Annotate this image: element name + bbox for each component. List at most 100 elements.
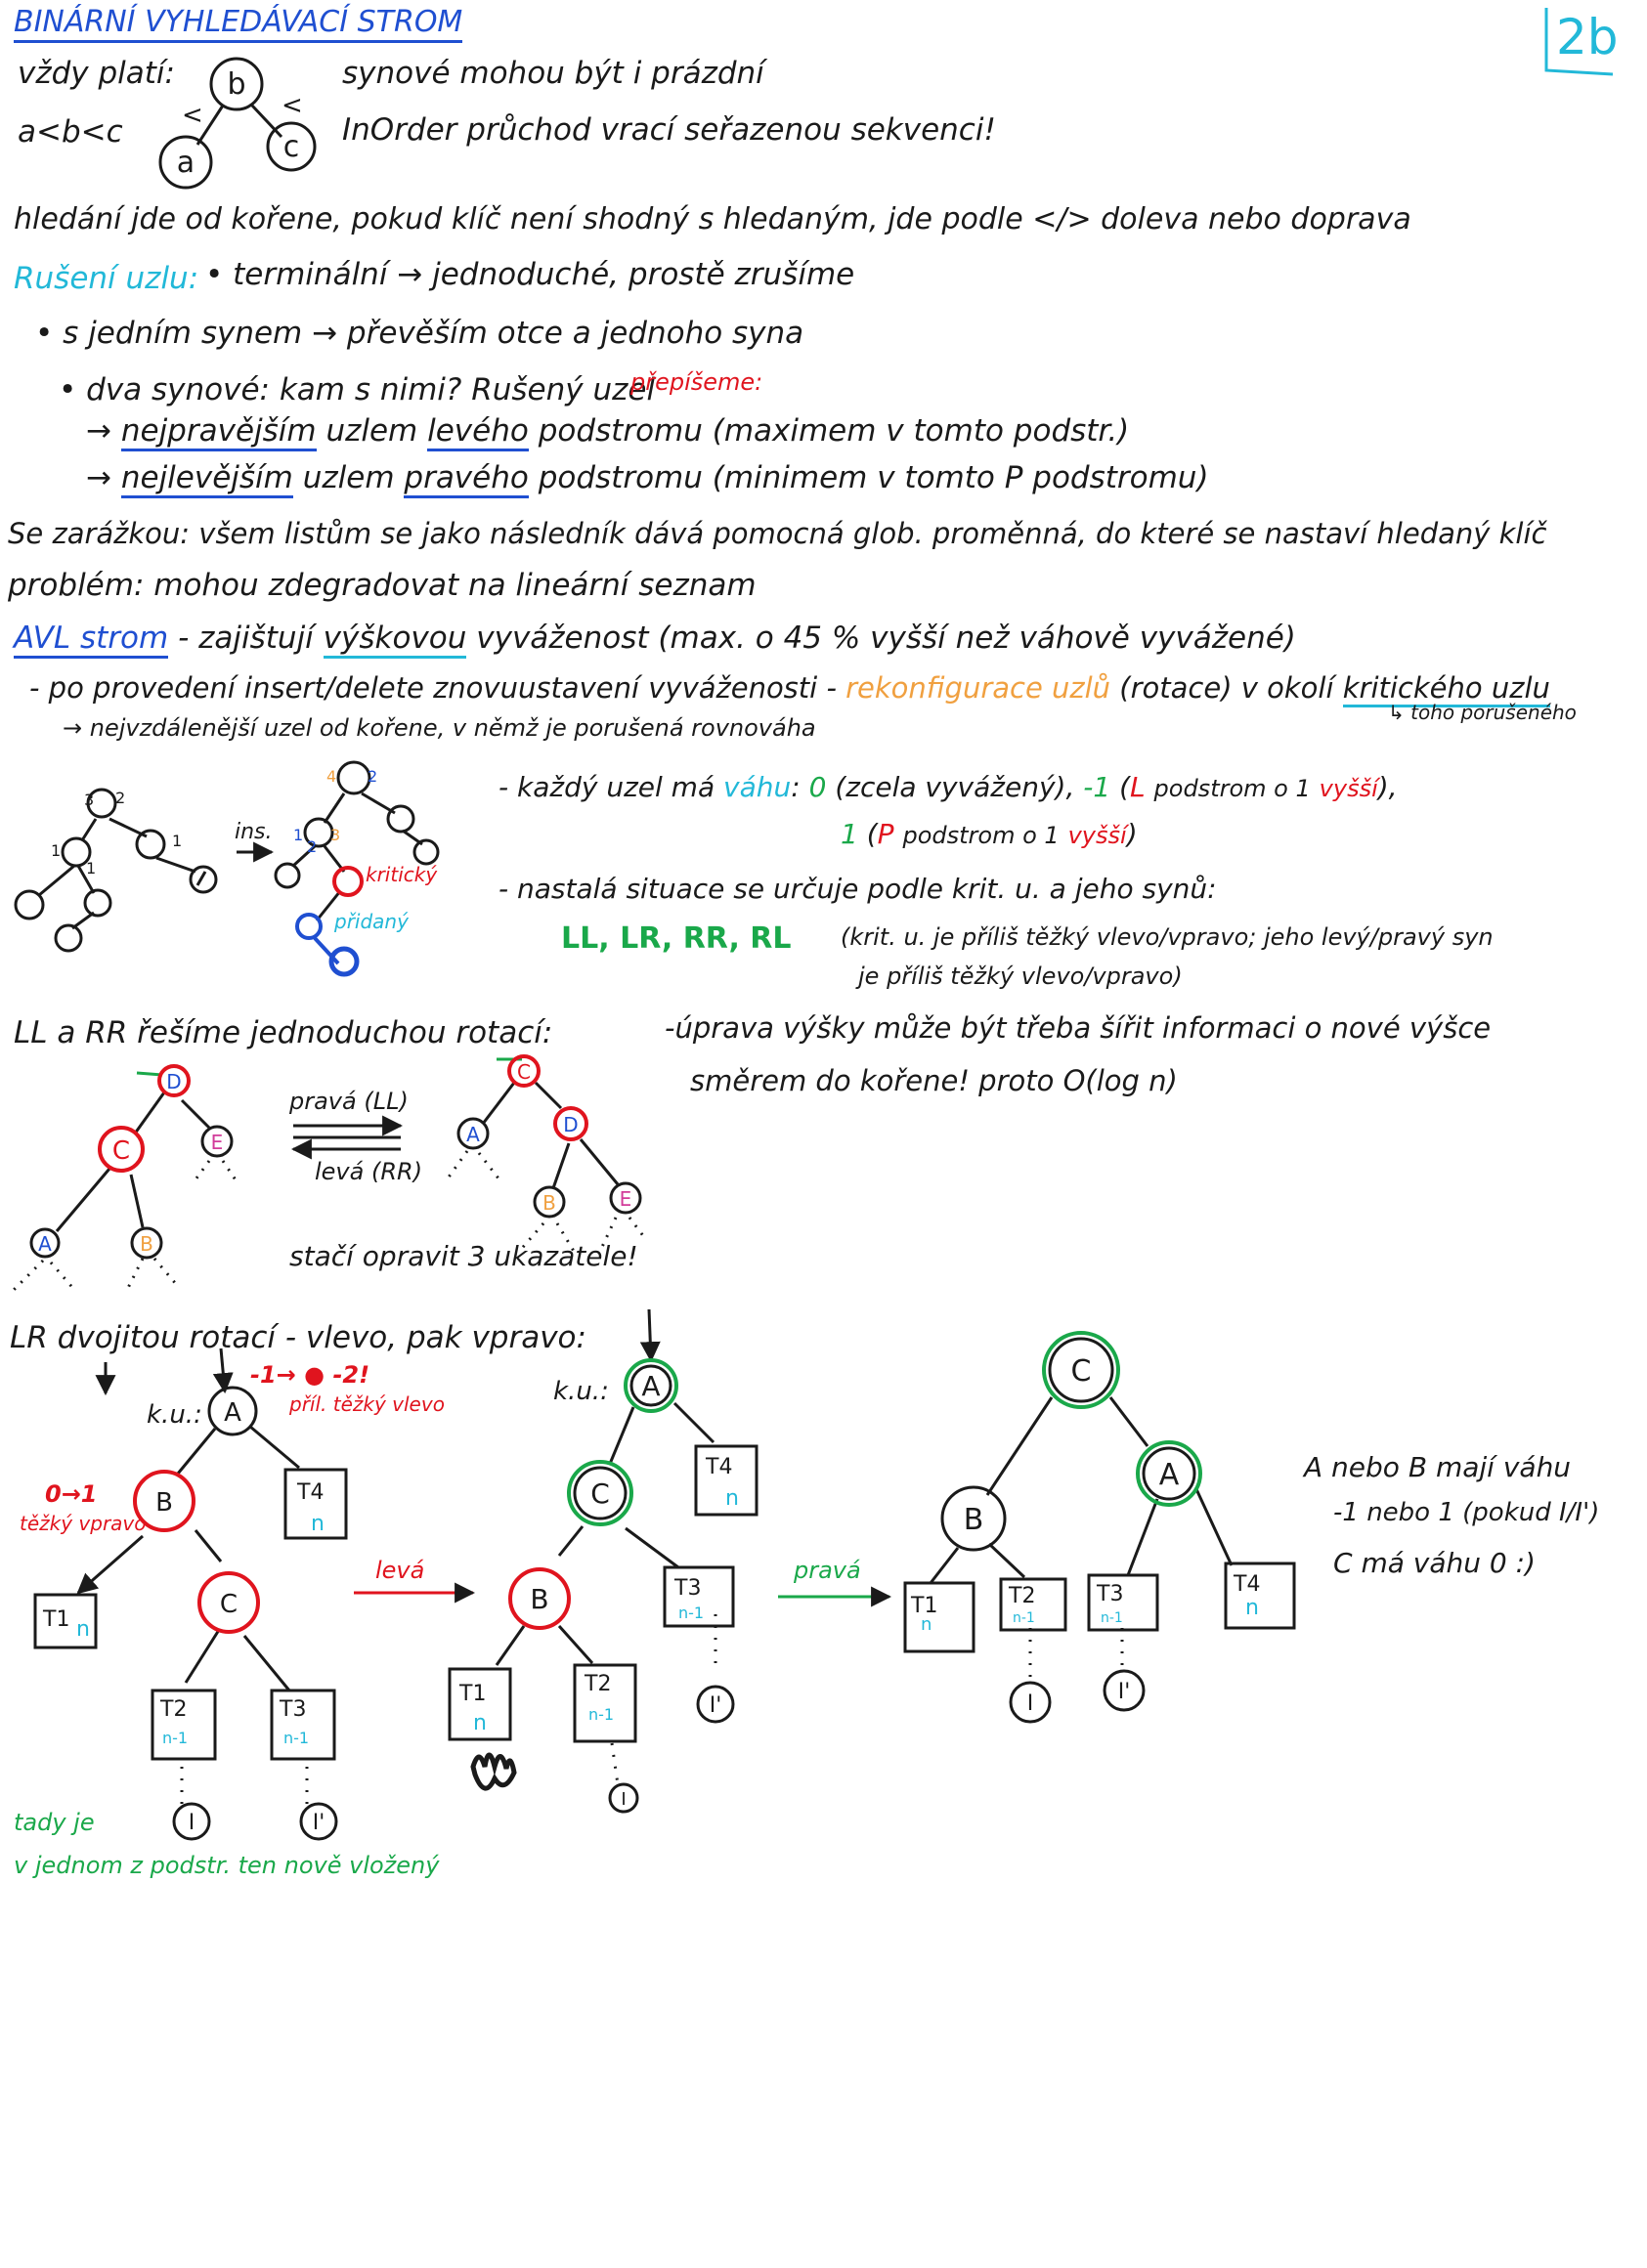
- lr2-T4: T4: [705, 1455, 732, 1479]
- rr-right-label-B: B: [542, 1191, 556, 1215]
- lr3-T2: T2: [1008, 1584, 1035, 1608]
- lr-summary-3: C má váhu 0 :): [1333, 1547, 1536, 1579]
- avl-ins-w2: 2: [368, 767, 377, 786]
- lr3-node-A: [1136, 1440, 1202, 1507]
- lr2-box-T2: [573, 1663, 637, 1743]
- avl-ex-lr: [83, 888, 112, 918]
- lr3-T3-n: n-1: [1101, 1610, 1123, 1626]
- rr-right-node-D: [553, 1106, 588, 1141]
- lr3-node-C-inner: [1048, 1337, 1114, 1403]
- option-1-arrow: →: [86, 413, 111, 449]
- weight-plus-close: ): [1126, 818, 1138, 850]
- lr2-box-T3: [663, 1565, 735, 1628]
- weight-zero: 0: [808, 771, 827, 803]
- avl-heading: AVL strom: [14, 620, 169, 659]
- height-update-2: směrem do kořene! proto O(log n): [690, 1064, 1178, 1097]
- weight-zero-note: (zcela vyvážený),: [835, 771, 1075, 803]
- lr2-label-A: A: [641, 1370, 660, 1402]
- avl-desc-a: - zajištují: [178, 620, 314, 656]
- avl-ex-w3: 1: [51, 841, 61, 860]
- ll-left-node-D: [157, 1064, 191, 1097]
- avl-ins-w5: 3: [330, 826, 340, 844]
- avl-ex-w2: 2: [115, 789, 125, 807]
- lr-right-arrow-label: pravá: [794, 1557, 861, 1584]
- weights-a: - každý uzel má: [498, 771, 715, 803]
- lr3-box-T1: [903, 1581, 975, 1653]
- lr-tree-2: [448, 1308, 758, 1814]
- avl-ins-left: [303, 817, 334, 848]
- intro-node-a: [158, 135, 213, 190]
- lr-change-b: 0→1: [45, 1480, 98, 1508]
- avl-ins-right: [386, 804, 415, 834]
- lr-left-arrow-label: levá: [375, 1557, 425, 1584]
- intro-node-c: [266, 121, 317, 172]
- deletion-two-sons: • dva synové: kam s nimi? Rušený uzel: [59, 372, 656, 407]
- situation-line-3: je příliš těžký vlevo/vpravo): [858, 963, 1183, 990]
- avl-ex-w5: 1: [172, 832, 182, 850]
- avl-ins-critical-node: [332, 866, 364, 897]
- always-holds: vždy platí:: [18, 56, 175, 91]
- option-2-node: uzlem: [302, 460, 395, 495]
- problem-line: problém: mohou zdegradovat na lineární s…: [8, 568, 757, 603]
- intro-label-c: c: [283, 130, 300, 164]
- lr3-T4: T4: [1233, 1572, 1260, 1597]
- lr2-box-labels: T4 n T3 n-1 T1 n T2 n-1 I' I: [458, 1455, 739, 1810]
- weight-close: ),: [1377, 771, 1398, 803]
- lr-heavy-left: příl. těžký vlevo: [289, 1392, 445, 1416]
- ll-left-node-B: [130, 1226, 163, 1260]
- weight-plus: 1: [841, 818, 858, 850]
- lr1-box-T1: [33, 1593, 98, 1649]
- lr-heavy-right: těžký vpravo: [20, 1512, 147, 1535]
- lr2-box-T4: [694, 1444, 758, 1517]
- page-number-bracket: [1544, 8, 1614, 76]
- option-2-arrow: →: [86, 460, 111, 495]
- lr2-node-A: [624, 1358, 678, 1413]
- lr-summary-2: -1 nebo 1 (pokud I/I'): [1333, 1498, 1600, 1527]
- weight-minus-note-b: podstrom o 1: [1153, 775, 1311, 802]
- avl-ex-lrl: [54, 923, 83, 953]
- ll-rr-left-dots: [8, 1160, 240, 1296]
- avl-ex-rr: [189, 865, 218, 894]
- lr2-T3-n: n-1: [678, 1604, 704, 1622]
- ll-rr-left-tree: [55, 1071, 211, 1232]
- lr2-T3: T3: [673, 1576, 701, 1601]
- lr2-I2: I': [710, 1693, 722, 1718]
- weight-minus-L: L: [1130, 771, 1146, 803]
- deletion-terminal: • terminální → jednoduché, prostě zruším…: [205, 257, 855, 292]
- lr3-label-C: C: [1071, 1354, 1092, 1389]
- lr2-scribble: [470, 1752, 517, 1791]
- lr1-label-C: C: [220, 1590, 238, 1619]
- page-title: BINÁRNÍ VYHLEDÁVACÍ STROM: [14, 5, 463, 43]
- ll-left-label-D: D: [166, 1070, 181, 1093]
- ll-rr-left-rotation: levá (RR): [315, 1158, 423, 1185]
- lr2-node-C: [567, 1460, 633, 1526]
- lr1-node-A: [207, 1386, 258, 1436]
- option-1-left: levého: [427, 413, 529, 451]
- intro-lt-left: <: [182, 101, 203, 130]
- ll-rr-right-rotation: pravá (LL): [289, 1088, 409, 1115]
- weights-line-1: - každý uzel má váhu: 0 (zcela vyvážený)…: [498, 771, 1398, 803]
- lr3-I2: I': [1118, 1680, 1131, 1704]
- weight-plus-note-a: (: [866, 818, 878, 850]
- lr-change-a-text: -1→: [250, 1361, 296, 1389]
- option-2-right: pravého: [404, 460, 529, 498]
- option-1-rest: podstromu (maximem v tomto podstr.): [538, 413, 1130, 449]
- ll-left-label-C: C: [112, 1136, 130, 1166]
- inorder-note: InOrder průchod vrací seřazenou sekvenci…: [342, 112, 996, 148]
- lr-tree-3: [903, 1396, 1296, 1724]
- avl-insert-b: rekonfigurace uzlů: [845, 671, 1111, 705]
- avl-ex-right: [135, 829, 166, 860]
- intro-lt-right: <: [282, 91, 303, 120]
- weight-minus-note-a: (: [1119, 771, 1131, 803]
- avl-furthest: → nejvzdálenější uzel od kořene, v němž …: [63, 714, 816, 742]
- rr-right-node-B: [533, 1185, 566, 1219]
- lr1-I2: I': [313, 1811, 325, 1835]
- lr1-T4-n: n: [311, 1512, 325, 1536]
- lr-change-a: -1→ ● -2!: [250, 1361, 370, 1389]
- lr1-T1-n: n: [76, 1617, 90, 1642]
- lr2-T1: T1: [458, 1682, 486, 1706]
- avl-critical-label: kritický: [366, 863, 438, 886]
- lr1-T3-n: n-1: [283, 1729, 309, 1747]
- avl-ex-root: [86, 788, 117, 819]
